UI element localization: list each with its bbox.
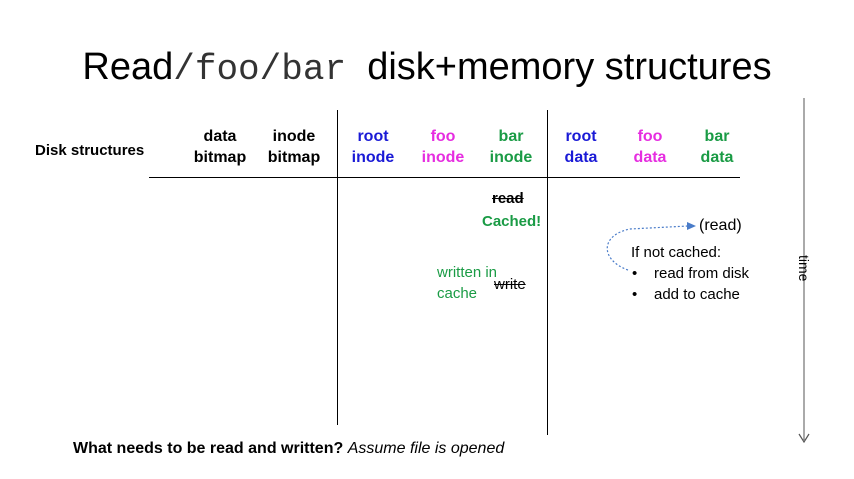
- column-header-line1: root: [357, 128, 389, 145]
- column-header-root-inode: root inode: [333, 126, 413, 168]
- write-struck-text: write: [494, 276, 526, 293]
- bullet-add-to-cache: add to cache: [632, 286, 740, 303]
- if-not-cached-label: If not cached:: [631, 244, 722, 261]
- column-divider-left: [337, 110, 338, 425]
- column-header-line2: bitmap: [193, 149, 247, 166]
- time-label: time: [796, 255, 812, 282]
- question-italic: Assume file is opened: [347, 440, 505, 457]
- column-header-line2: data: [700, 149, 734, 166]
- arrow-connector: [606, 222, 696, 271]
- column-header-data-bitmap: data bitmap: [180, 126, 260, 168]
- time-arrow: [798, 98, 810, 444]
- slide-title: Read/foo/bar disk+memory structures: [0, 46, 854, 90]
- column-header-bar-data: bar data: [677, 126, 757, 168]
- time-arrow-head-icon: [798, 433, 810, 444]
- column-header-line2: bitmap: [267, 149, 321, 166]
- column-header-line2: inode: [351, 149, 395, 166]
- title-suffix: disk+memory structures: [367, 46, 772, 88]
- column-header-bar-inode: bar inode: [471, 126, 551, 168]
- column-header-line1: data: [203, 128, 237, 145]
- question-bold: What needs to be read and written?: [73, 440, 344, 457]
- column-header-line2: data: [633, 149, 667, 166]
- bullet-read-from-disk: read from disk: [632, 265, 749, 282]
- column-header-line2: data: [564, 149, 598, 166]
- column-header-line1: foo: [637, 128, 663, 145]
- title-prefix: Read: [82, 46, 174, 88]
- column-header-foo-inode: foo inode: [403, 126, 483, 168]
- column-header-line2: inode: [421, 149, 465, 166]
- column-header-line1: bar: [704, 128, 730, 145]
- written-in-cache-label: written in cache: [437, 262, 497, 304]
- column-header-line2: inode: [489, 149, 533, 166]
- column-divider-right: [547, 110, 548, 435]
- read-paren-label: (read): [699, 217, 742, 234]
- written-line1: written in: [437, 264, 498, 281]
- row-label-disk-structures: Disk structures: [35, 142, 145, 159]
- table-header-divider: [149, 177, 740, 178]
- column-header-line1: bar: [498, 128, 524, 145]
- cached-label: Cached!: [482, 213, 542, 230]
- column-header-inode-bitmap: inode bitmap: [254, 126, 334, 168]
- written-line2: cache: [437, 285, 478, 302]
- column-header-foo-data: foo data: [610, 126, 690, 168]
- question-text: What needs to be read and written? Assum…: [73, 440, 504, 458]
- column-header-line1: foo: [430, 128, 456, 145]
- column-header-root-data: root data: [541, 126, 621, 168]
- arrow-head-icon: [687, 222, 696, 230]
- column-header-line1: inode: [272, 128, 316, 145]
- title-path: /foo/bar: [173, 49, 347, 90]
- read-struck-text: read: [492, 190, 524, 207]
- column-header-line1: root: [565, 128, 597, 145]
